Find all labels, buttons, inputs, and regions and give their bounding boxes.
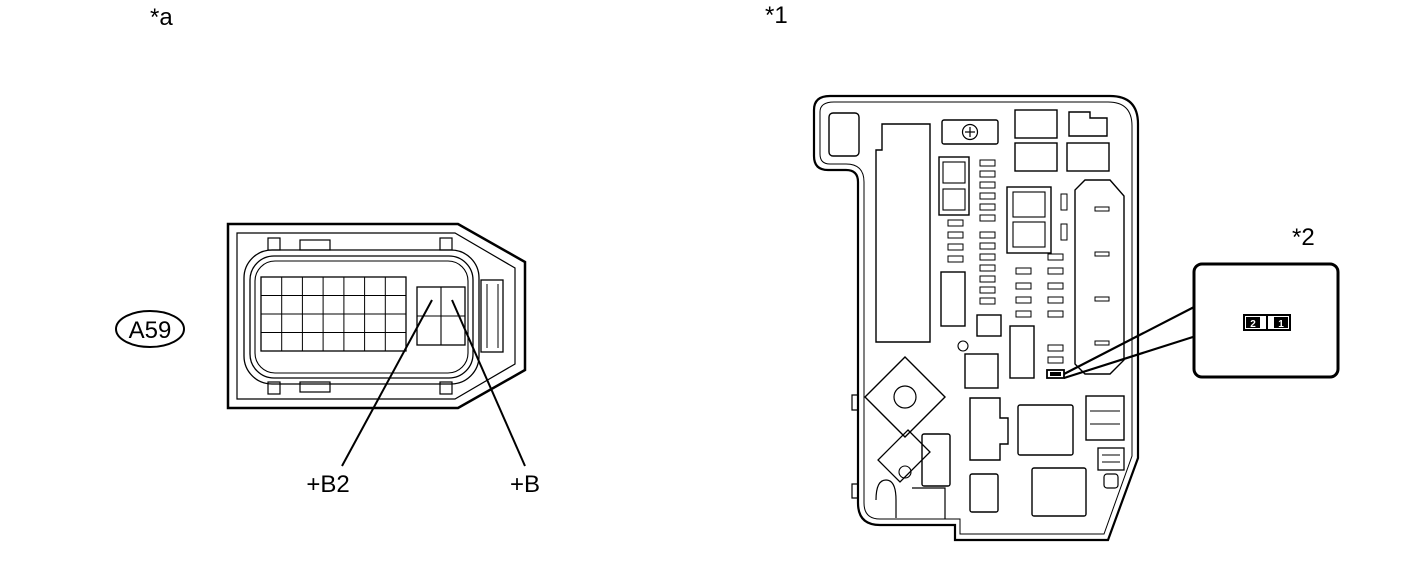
fuse-terminal-2-label: 2 — [1250, 319, 1256, 330]
connector-id-badge: A59 — [115, 310, 185, 348]
connector-a59 — [226, 222, 527, 467]
pin-b2-label: +B2 — [306, 471, 349, 498]
connector-id-text: A59 — [129, 317, 172, 344]
callout-2-label: *2 — [1292, 224, 1315, 251]
view-a-label: *a — [150, 4, 173, 31]
fuse-block — [812, 94, 1140, 542]
fuse-zoom-callout: 2 1 — [1063, 262, 1340, 380]
pin-b-label: +B — [510, 471, 540, 498]
fuse-terminal-1-label: 1 — [1278, 319, 1284, 330]
callout-1-label: *1 — [765, 2, 788, 29]
